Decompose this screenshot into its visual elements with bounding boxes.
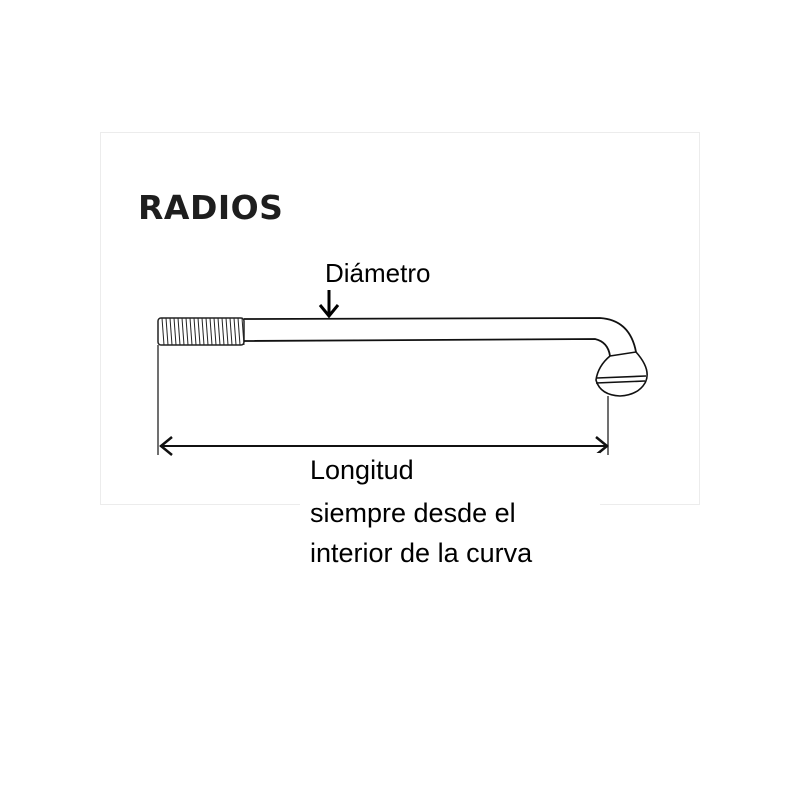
length-dimension	[157, 345, 609, 456]
diameter-arrow-icon	[318, 290, 340, 319]
diagram-title: RADIOS	[138, 188, 284, 227]
spoke-shaft	[243, 317, 637, 357]
arrow-left-icon	[159, 436, 173, 456]
arrow-right-icon	[595, 436, 609, 456]
length-label: Longitud	[310, 455, 414, 485]
length-note-line-1: siempre desde el	[310, 498, 516, 528]
spoke-head	[595, 351, 648, 397]
length-note-line-2: interior de la curva	[310, 538, 533, 568]
spoke-threads	[157, 317, 245, 346]
caption-background	[300, 453, 600, 583]
diameter-label: Diámetro	[325, 258, 431, 288]
